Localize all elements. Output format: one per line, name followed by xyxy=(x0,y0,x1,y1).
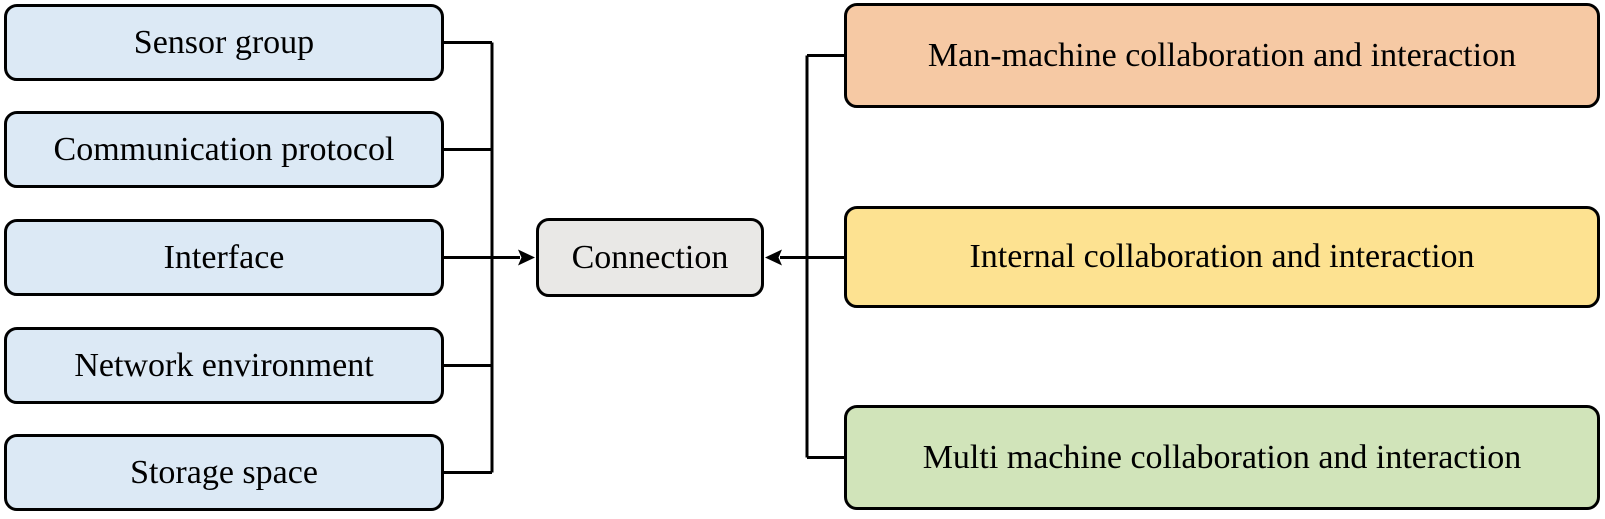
node-interface: Interface xyxy=(4,219,444,296)
node-network-environment-label: Network environment xyxy=(74,346,374,384)
node-internal-collaboration: Internal collaboration and interaction xyxy=(844,206,1600,308)
node-communication-protocol-label: Communication protocol xyxy=(53,130,395,168)
node-connection-label: Connection xyxy=(571,238,729,276)
node-multi-machine-collaboration-label: Multi machine collaboration and interact… xyxy=(922,438,1522,476)
node-network-environment: Network environment xyxy=(4,327,444,404)
node-storage-space-label: Storage space xyxy=(130,453,318,491)
node-connection: Connection xyxy=(536,218,764,297)
arrowhead-into-connection-left xyxy=(518,249,535,266)
node-interface-label: Interface xyxy=(163,238,285,276)
node-sensor-group-label: Sensor group xyxy=(133,23,315,61)
node-internal-collaboration-label: Internal collaboration and interaction xyxy=(969,238,1475,276)
arrowhead-into-connection-right xyxy=(765,249,782,266)
node-man-machine-collaboration-label: Man-machine collaboration and interactio… xyxy=(927,36,1517,74)
node-multi-machine-collaboration: Multi machine collaboration and interact… xyxy=(844,405,1600,510)
node-man-machine-collaboration: Man-machine collaboration and interactio… xyxy=(844,3,1600,108)
node-storage-space: Storage space xyxy=(4,434,444,511)
node-sensor-group: Sensor group xyxy=(4,4,444,81)
node-communication-protocol: Communication protocol xyxy=(4,111,444,188)
